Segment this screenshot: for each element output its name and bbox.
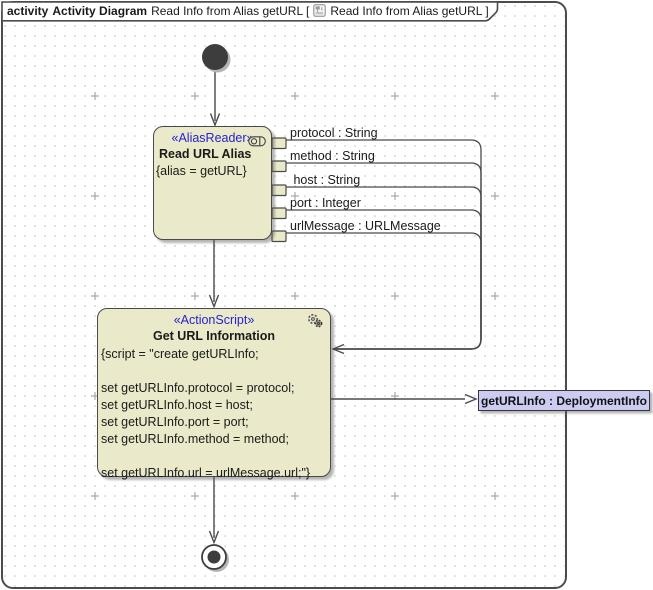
pin-urlmessage[interactable] (271, 230, 287, 243)
script-line (98, 363, 330, 380)
initial-node-circle[interactable] (202, 44, 228, 70)
script-line: {script = "create getURLInfo; (101, 347, 259, 361)
arrowhead-down-3 (208, 530, 220, 545)
tab-view-name: Read Info from Alias getURL ] (330, 3, 489, 18)
alias-reader-properties: {alias = getURL} (156, 164, 247, 178)
flow-read-to-get[interactable] (208, 240, 220, 309)
final-node-inner-dot (207, 550, 221, 564)
script-line: set getURLInfo.url = urlMessage.url;"} (101, 466, 311, 480)
pin-label-host[interactable]: host : String (290, 173, 361, 187)
pill-action-icon (248, 134, 267, 152)
pin-label-protocol[interactable]: protocol : String (290, 126, 378, 140)
pin-port[interactable] (271, 207, 287, 220)
script-line: set getURLInfo.host = host; (101, 398, 253, 412)
alias-reader-stereotype: «AliasReader» (171, 131, 254, 145)
action-script-name: Get URL Information (153, 329, 275, 343)
pin-protocol[interactable] (271, 137, 287, 150)
output-pins[interactable] (271, 137, 287, 243)
pin-host[interactable] (271, 184, 287, 197)
tab-keyword: activity (7, 3, 49, 18)
activity-final-node[interactable] (201, 544, 229, 572)
tab-diagram-name: Read Info from Alias getURL [ (151, 3, 310, 18)
pin-method[interactable] (271, 160, 287, 173)
alias-reader-name: Read URL Alias (159, 147, 252, 161)
script-line: set getURLInfo.method = method; (101, 432, 289, 446)
arrowhead-down-2 (208, 294, 220, 309)
diagram-frame-tab[interactable]: activity Activity Diagram Read Info from… (7, 3, 489, 18)
pin-label-method[interactable]: method : String (290, 149, 375, 163)
flow-get-to-final[interactable] (208, 477, 220, 545)
script-line: set getURLInfo.protocol = protocol; (101, 381, 295, 395)
tab-diagram-type: Activity Diagram (52, 3, 148, 18)
arrowhead-right (464, 393, 478, 405)
action-script-body: {script = "create getURLInfo; set getURL… (98, 346, 330, 482)
pin-label-port[interactable]: port : Integer (290, 196, 361, 210)
pin-label-urlmessage[interactable]: urlMessage : URLMessage (290, 219, 441, 233)
activity-diagram-icon (313, 4, 327, 17)
object-node-geturlinfo[interactable]: getURLInfo : DeploymentInfo (478, 390, 650, 411)
connector-urlmessage[interactable] (286, 232, 482, 350)
object-node-label: getURLInfo : DeploymentInfo (481, 393, 647, 408)
initial-node[interactable] (202, 44, 231, 73)
flow-start-to-read[interactable] (209, 70, 221, 127)
script-line: set getURLInfo.port = port; (101, 415, 249, 429)
pin-connectors[interactable] (286, 139, 482, 355)
arrowhead-into-action (331, 343, 345, 355)
action-node-read-url-alias[interactable]: «AliasReader» Read URL Alias {alias = ge… (153, 126, 272, 240)
script-line (98, 448, 330, 465)
gears-icon (305, 313, 325, 334)
diagram-frame-tab-shape[interactable] (1, 1, 499, 22)
action-script-stereotype: «ActionScript» (173, 313, 255, 327)
flow-get-to-object[interactable] (331, 393, 478, 405)
action-node-get-url-information[interactable]: «ActionScript» Get URL Information {scri… (97, 308, 331, 480)
arrowhead-down-1 (209, 113, 221, 127)
